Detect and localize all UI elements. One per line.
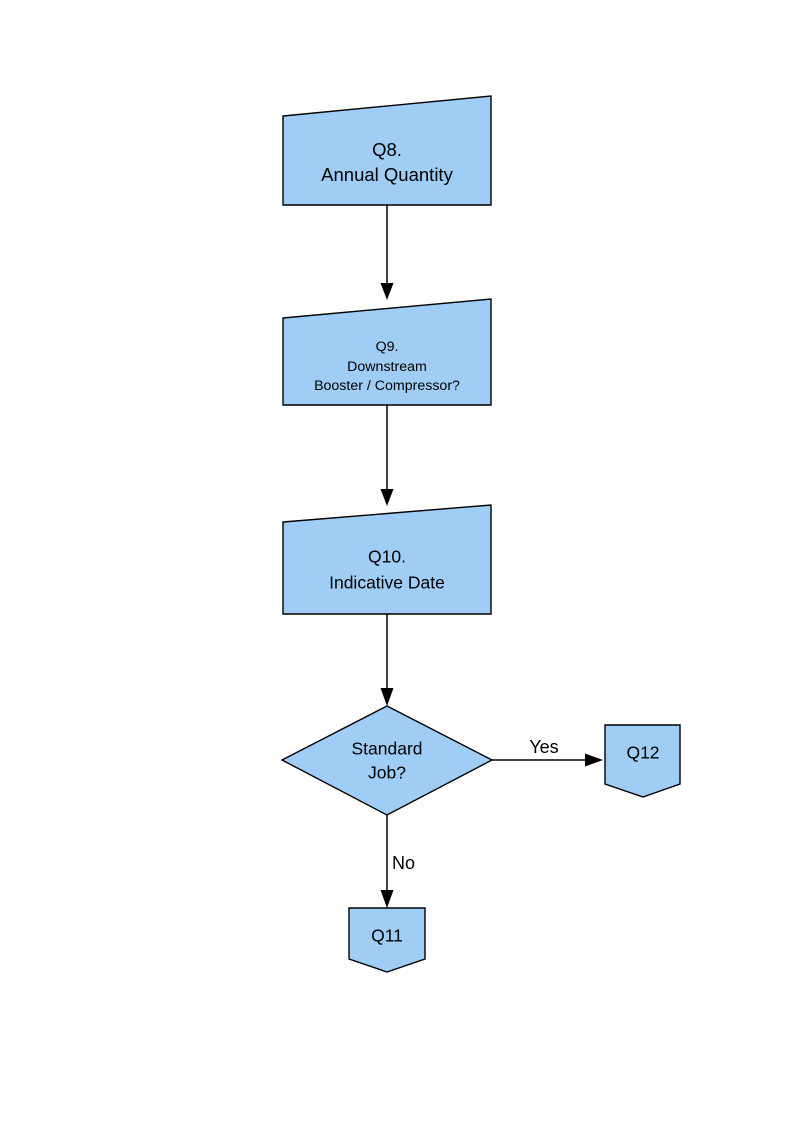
edge-q8-q9-arrowhead	[380, 283, 394, 300]
edge-q8-to-q9	[380, 205, 394, 300]
decision-shape[interactable]	[280, 705, 494, 816]
edge-q10-to-decision	[380, 614, 394, 706]
decision-label-line2: Job?	[368, 763, 406, 783]
q10-label-line2: Indicative Date	[329, 573, 445, 593]
q9-label-line1: Q9.	[376, 339, 399, 355]
edge-label-yes: Yes	[529, 737, 558, 757]
q11-label: Q11	[371, 926, 403, 946]
q12-shape[interactable]	[604, 724, 681, 798]
q10-shape[interactable]	[282, 504, 492, 615]
edge-no-arrowhead	[380, 890, 394, 908]
edge-yes-arrowhead	[585, 753, 603, 767]
node-q12[interactable]: Q12	[604, 724, 681, 798]
q11-shape[interactable]	[348, 907, 426, 973]
q8-label-line2: Annual Quantity	[321, 164, 453, 185]
q12-label: Q12	[626, 743, 659, 763]
edge-q9-to-q10	[380, 405, 394, 506]
q9-shape[interactable]	[282, 298, 492, 406]
edge-q10-decision-arrowhead	[380, 688, 394, 706]
edge-q9-q10-arrowhead	[380, 489, 394, 506]
edge-decision-to-q12: Yes	[492, 737, 603, 767]
node-decision-standard-job[interactable]: Standard Job?	[280, 705, 494, 816]
decision-label-line1: Standard	[351, 739, 422, 759]
node-q11[interactable]: Q11	[348, 907, 426, 973]
edge-label-no: No	[392, 853, 415, 873]
node-q10[interactable]: Q10. Indicative Date	[282, 504, 492, 615]
node-q8[interactable]: Q8. Annual Quantity	[282, 95, 492, 206]
edge-decision-to-q11: No	[380, 815, 415, 908]
q9-label-line2: Downstream	[347, 359, 427, 375]
node-q9[interactable]: Q9. Downstream Booster / Compressor?	[282, 298, 492, 406]
q8-shape[interactable]	[282, 95, 492, 206]
q9-label-line3: Booster / Compressor?	[314, 378, 460, 394]
q10-label-line1: Q10.	[368, 547, 406, 567]
q8-label-line1: Q8.	[372, 139, 402, 160]
